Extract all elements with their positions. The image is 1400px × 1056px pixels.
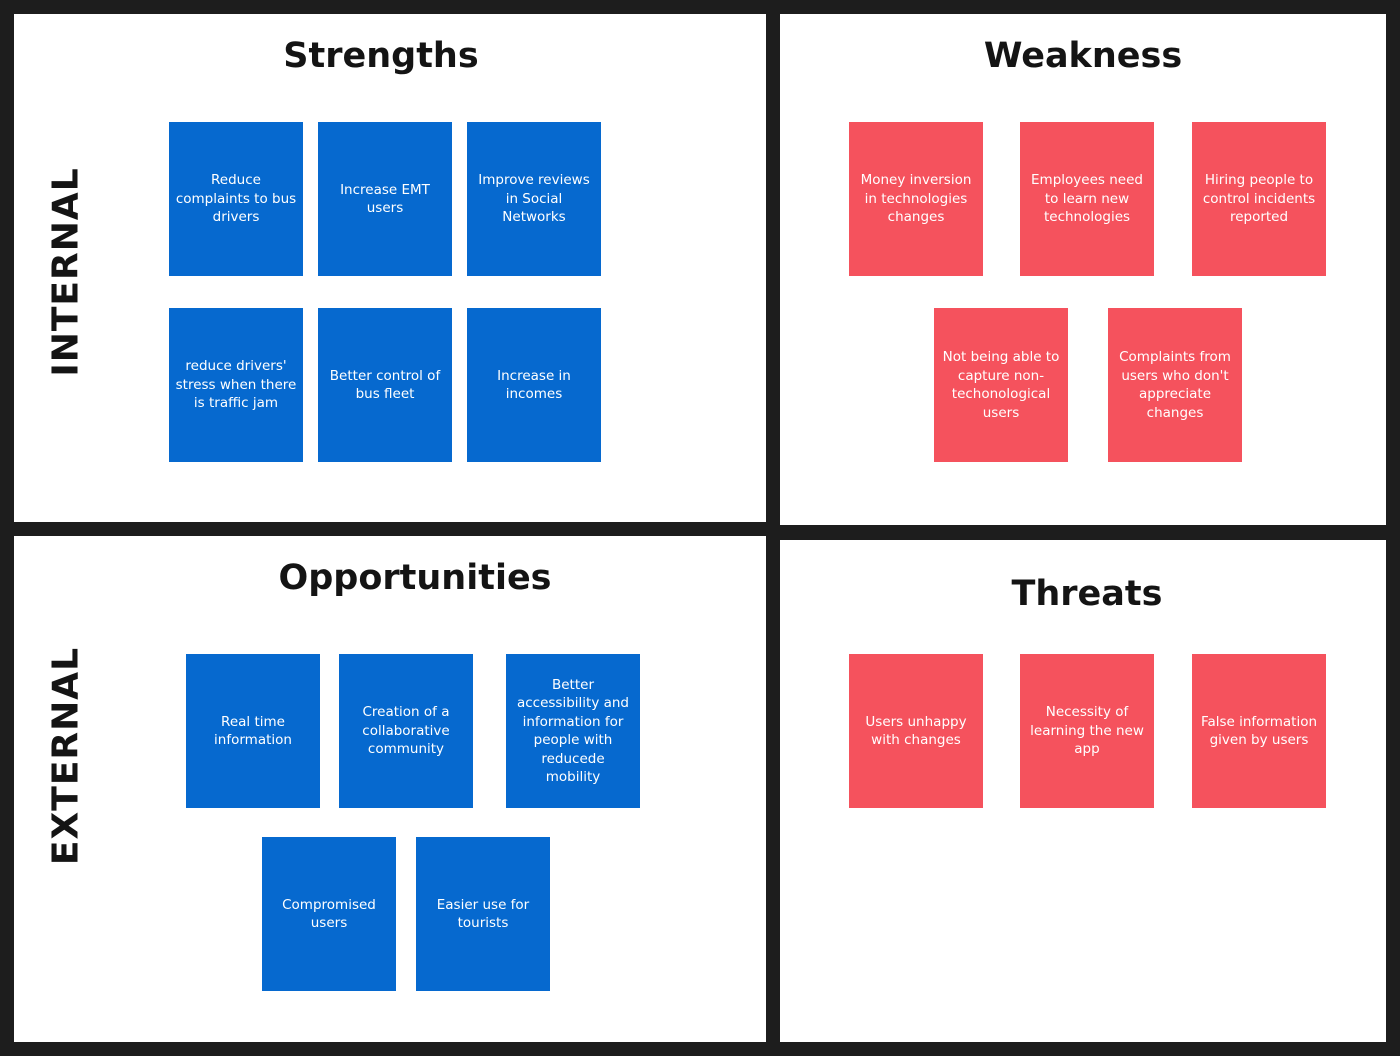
threat-note[interactable]: False information given by users: [1192, 654, 1326, 808]
note-text: Reduce complaints to bus drivers: [175, 172, 297, 226]
note-text: Employees need to learn new technologies: [1031, 172, 1143, 226]
threat-note[interactable]: Necessity of learning the new app: [1020, 654, 1154, 808]
note-text: reduce drivers' stress when there is tra…: [175, 358, 297, 412]
opportunity-note[interactable]: Easier use for tourists: [416, 837, 550, 991]
strengths-quadrant: Strengths INTERNAL Reduce complaints to …: [14, 14, 766, 522]
weakness-note[interactable]: Not being able to capture non-techonolog…: [934, 308, 1068, 462]
strength-note[interactable]: Reduce complaints to bus drivers: [169, 122, 303, 276]
threats-title: Threats: [1011, 574, 1163, 614]
opportunity-note[interactable]: Creation of a collaborative community: [339, 654, 473, 808]
opportunity-note[interactable]: Better accessibility and information for…: [506, 654, 640, 808]
note-text: Better control of bus fleet: [329, 367, 441, 403]
weakness-note[interactable]: Money inversion in technologies changes: [849, 122, 983, 276]
threats-quadrant: Threats Users unhappy with changes Neces…: [780, 540, 1386, 1042]
weakness-note[interactable]: Employees need to learn new technologies: [1020, 122, 1154, 276]
external-axis-label: EXTERNAL: [45, 646, 87, 866]
note-text: Necessity of learning the new app: [1030, 704, 1144, 758]
opportunity-note[interactable]: Compromised users: [262, 837, 396, 991]
threat-note[interactable]: Users unhappy with changes: [849, 654, 983, 808]
note-text: Easier use for tourists: [436, 896, 530, 932]
strength-note[interactable]: Better control of bus fleet: [318, 308, 452, 462]
note-text: Increase in incomes: [497, 367, 571, 403]
opportunity-note[interactable]: Real time information: [186, 654, 320, 808]
note-text: Hiring people to control incidents repor…: [1202, 172, 1316, 226]
note-text: Compromised users: [282, 896, 376, 932]
note-text: Better accessibility and information for…: [516, 676, 630, 786]
opportunities-title: Opportunities: [278, 558, 552, 598]
weakness-note[interactable]: Hiring people to control incidents repor…: [1192, 122, 1326, 276]
note-text: Improve reviews in Social Networks: [478, 172, 590, 226]
note-text: Users unhappy with changes: [865, 713, 967, 749]
internal-axis-label: INTERNAL: [45, 167, 87, 377]
strength-note[interactable]: Increase EMT users: [318, 122, 452, 276]
note-text: Creation of a collaborative community: [362, 704, 450, 758]
note-text: Real time information: [214, 713, 292, 749]
weakness-note[interactable]: Complaints from users who don't apprecia…: [1108, 308, 1242, 462]
strengths-title: Strengths: [283, 36, 479, 76]
note-text: Not being able to capture non-techonolog…: [942, 349, 1060, 421]
note-text: Increase EMT users: [340, 181, 430, 217]
strength-note[interactable]: Increase in incomes: [467, 308, 601, 462]
opportunities-quadrant: Opportunities EXTERNAL Real time informa…: [14, 536, 766, 1042]
strength-note[interactable]: reduce drivers' stress when there is tra…: [169, 308, 303, 462]
weakness-title: Weakness: [983, 36, 1183, 76]
weakness-quadrant: Weakness Money inversion in technologies…: [780, 14, 1386, 525]
note-text: Money inversion in technologies changes: [860, 172, 972, 226]
note-text: False information given by users: [1200, 713, 1318, 749]
note-text: Complaints from users who don't apprecia…: [1119, 349, 1231, 421]
strength-note[interactable]: Improve reviews in Social Networks: [467, 122, 601, 276]
